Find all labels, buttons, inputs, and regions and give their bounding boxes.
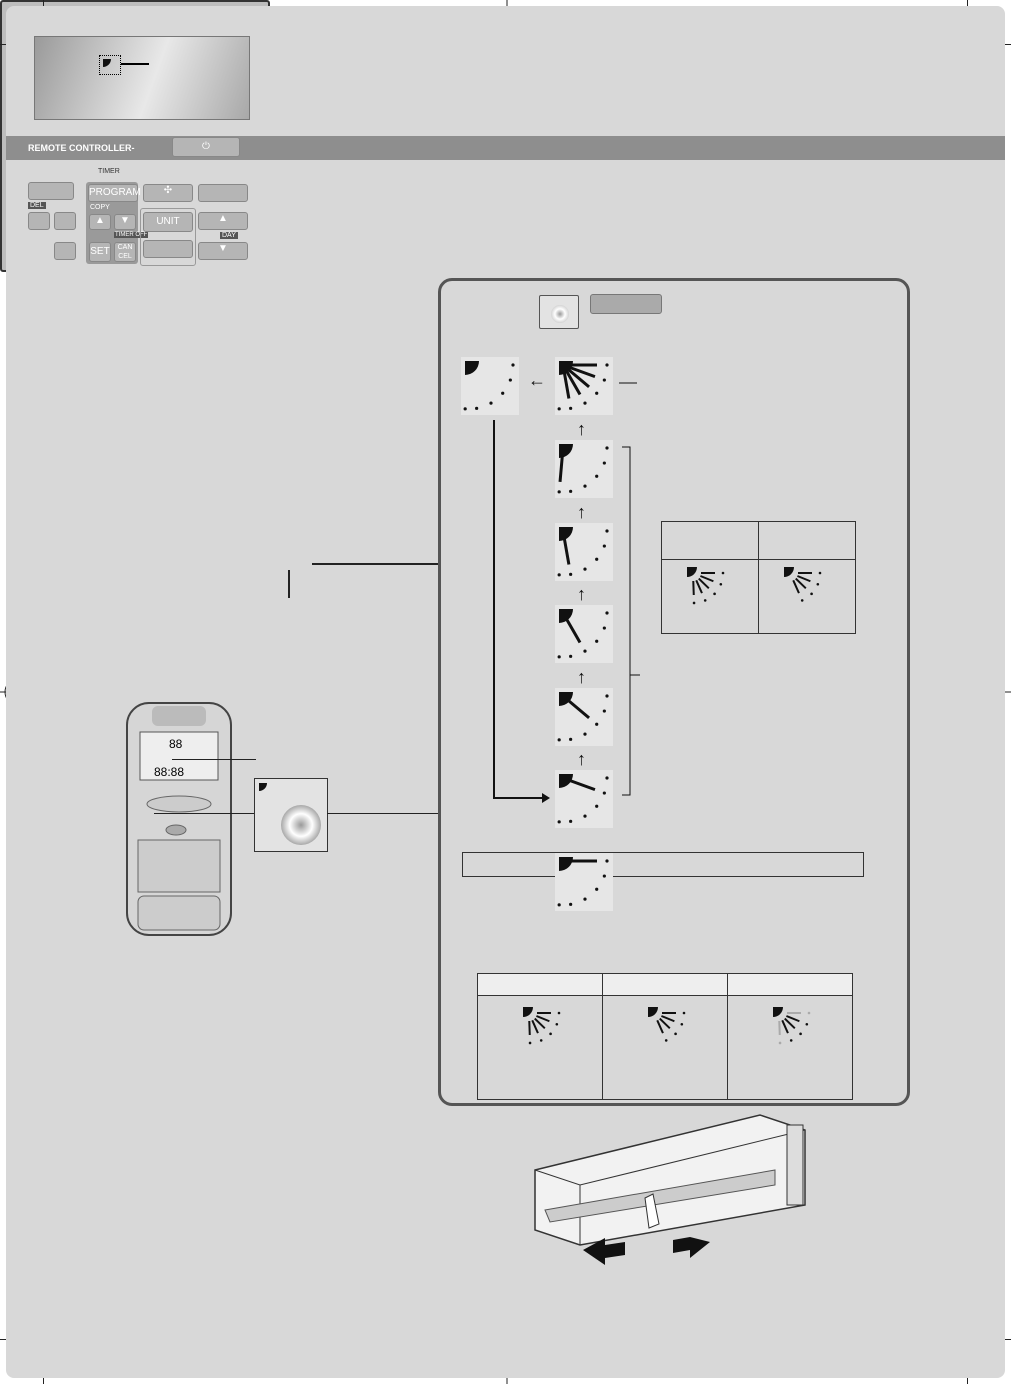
louver-indicator	[99, 55, 121, 75]
swing-button-detail	[254, 778, 328, 852]
table-header-cell	[758, 521, 856, 560]
return-arrow	[493, 420, 550, 803]
leader-line	[121, 63, 149, 65]
leader-line	[154, 813, 254, 814]
table-header-cell	[602, 973, 728, 996]
lcd-display	[34, 36, 250, 120]
table-header-cell	[727, 973, 853, 996]
louver-position-diagram	[555, 522, 613, 581]
brand-band: REMOTE CONTROLLER-	[6, 136, 1005, 160]
swing-range-table	[477, 973, 853, 1100]
swing-louver-button[interactable]	[143, 240, 193, 258]
arrow-up-icon: ↑	[577, 749, 586, 769]
arrow-up-icon: ↑	[577, 502, 586, 522]
arrow-left-icon: ←	[528, 370, 546, 390]
unit-group	[140, 208, 196, 266]
mode-button[interactable]	[198, 184, 248, 202]
copy-label: COPY	[90, 204, 110, 211]
louver-position-diagram	[555, 687, 613, 746]
leader-line	[172, 759, 256, 760]
swing-icon-wired	[590, 294, 662, 314]
arrow-up-icon: ↑	[577, 584, 586, 604]
program-button[interactable]: PROGRAM	[88, 184, 141, 202]
wireless-remote-controller: 88 88:88	[126, 702, 232, 936]
note-box	[462, 852, 864, 877]
timer-off-label: TIMER OFF	[114, 232, 149, 238]
louver-swing-panel	[438, 278, 910, 1106]
brand-label: REMOTE CONTROLLER-	[28, 143, 135, 153]
unit-button[interactable]: UNIT	[143, 212, 193, 232]
arrow-up-icon: ↑	[577, 667, 586, 687]
leader-line	[288, 570, 290, 598]
filter-button[interactable]	[54, 242, 76, 260]
svg-text:88:88: 88:88	[154, 765, 184, 779]
check-button[interactable]	[54, 212, 76, 230]
swing-mode-table	[661, 521, 856, 634]
louver-position-diagram	[555, 853, 613, 911]
table-cell-swing-full	[661, 559, 759, 634]
del-label: DEL	[28, 202, 46, 209]
swing-icon-wireless	[539, 295, 579, 329]
indoor-unit-illustration	[534, 1114, 806, 1265]
temp-up-button[interactable]: ▲	[198, 212, 248, 230]
louver-position-diagram	[555, 440, 613, 498]
louver-position-diagram	[555, 770, 613, 829]
ventilation-button[interactable]	[28, 212, 50, 230]
schedule-button[interactable]	[28, 182, 74, 200]
table-header-cell	[477, 973, 603, 996]
louver-position-diagram	[555, 605, 613, 664]
up-timer-button[interactable]: ▲	[89, 214, 111, 230]
temp-down-button[interactable]: ▼	[198, 242, 248, 260]
timer-label: TIMER	[98, 168, 120, 175]
table-cell-range-a	[477, 995, 603, 1100]
swing-angle-leader	[619, 382, 637, 384]
range-bracket	[622, 446, 640, 796]
table-cell-range-b	[602, 995, 728, 1100]
power-button[interactable]: ⏻	[172, 137, 240, 157]
svg-text:88: 88	[169, 737, 183, 751]
fan-speed-button[interactable]: ✣	[143, 184, 193, 202]
louver-position-diagram	[555, 357, 613, 415]
set-button[interactable]: SET	[89, 242, 111, 262]
table-cell-range-c	[727, 995, 853, 1100]
day-label: DAY	[220, 232, 238, 239]
arrow-up-icon: ↑	[577, 419, 586, 439]
leader-line	[327, 813, 438, 814]
leader-line	[312, 563, 438, 565]
louver-position-diagram	[461, 357, 519, 415]
table-header-cell	[661, 521, 759, 560]
cancel-button[interactable]: CAN CEL	[114, 242, 136, 262]
table-cell-swing-partial	[758, 559, 856, 634]
down-timer-button[interactable]: ▼	[114, 214, 136, 230]
